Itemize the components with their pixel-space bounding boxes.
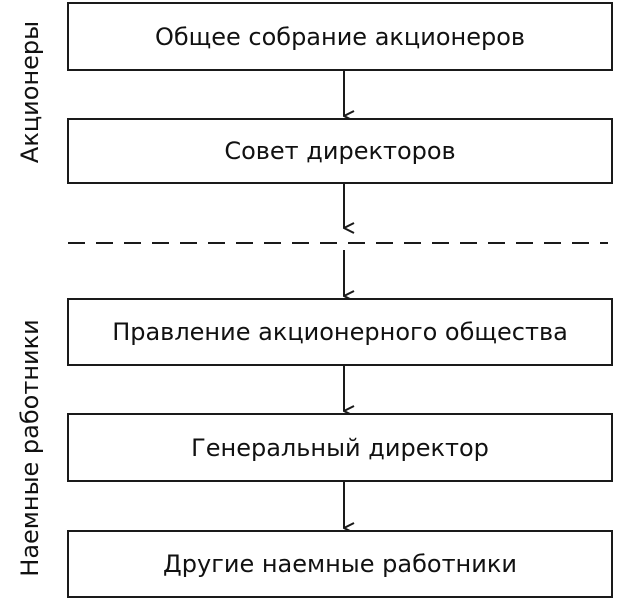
box-management-board: Правление акционерного общества: [67, 298, 613, 366]
box-other-employees: Другие наемные работники: [67, 530, 613, 598]
box-board-of-directors: Совет директоров: [67, 118, 613, 184]
box-general-meeting: Общее собрание акционеров: [67, 2, 613, 71]
box-general-director: Генеральный директор: [67, 413, 613, 482]
